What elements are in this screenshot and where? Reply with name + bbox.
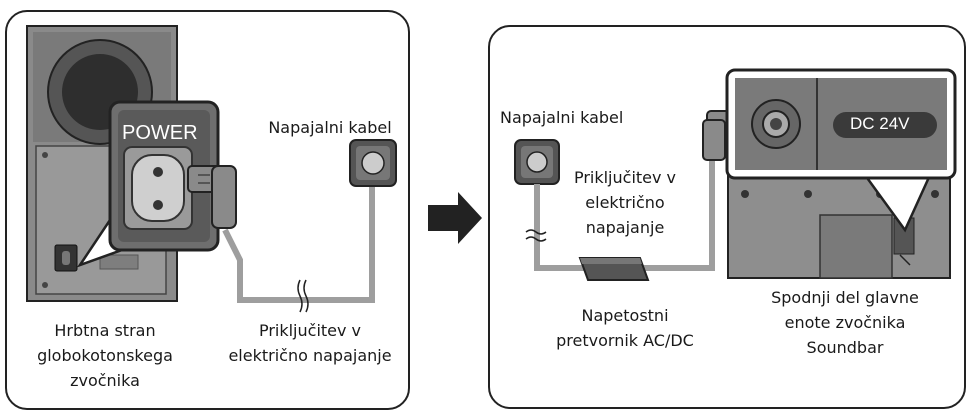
dc-24v-label: DC 24V — [850, 114, 910, 133]
caption-line: zvočnika — [70, 371, 140, 390]
right-outlet-caption: Priključitev v električno napajanje — [560, 165, 690, 240]
subwoofer-caption: Hrbtna stran globokotonskega zvočnika — [20, 318, 190, 393]
left-outlet-caption: Priključitev v električno napajanje — [215, 318, 405, 368]
power-cable-left — [187, 165, 375, 313]
caption-line: Priključitev v — [258, 321, 362, 340]
power-socket-callout — [76, 100, 220, 268]
caption-line: Spodnji del glavne — [771, 288, 919, 307]
wall-outlet-icon — [349, 139, 397, 187]
right-power-cord-label: Napajalni kabel — [500, 108, 624, 127]
caption-line: pretvornik AC/DC — [556, 331, 694, 350]
caption-line: električno napajanje — [228, 346, 392, 365]
caption-line: Priključitev v — [573, 168, 677, 187]
caption-line: globokotonskega — [37, 346, 173, 365]
power-label: POWER — [122, 122, 198, 144]
adapter-caption: Napetostni pretvornik AC/DC — [540, 303, 710, 353]
right-panel — [488, 25, 966, 409]
arrow-right-icon — [428, 192, 482, 244]
dc-jack-callout — [725, 68, 957, 233]
caption-line: Soundbar — [806, 338, 884, 357]
caption-line: enote zvočnika — [784, 313, 906, 332]
left-power-cord-label: Napajalni kabel — [268, 118, 392, 137]
subwoofer-rear-image — [26, 25, 178, 302]
caption-line: Hrbtna stran — [54, 321, 156, 340]
caption-line: Napetostni — [581, 306, 669, 325]
caption-line: električno — [585, 193, 665, 212]
caption-line: napajanje — [585, 218, 665, 237]
soundbar-caption: Spodnji del glavne enote zvočnika Soundb… — [745, 285, 945, 360]
